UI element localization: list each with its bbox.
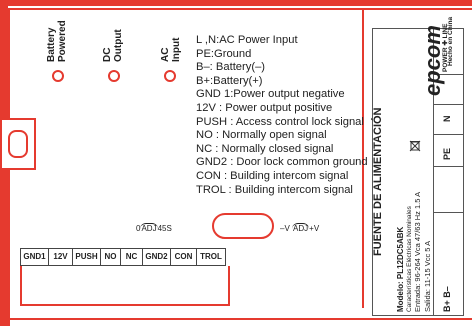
terminal-legend: L ,N:AC Power Input PE:Ground B–: Batter…: [196, 34, 368, 197]
label-code-pe: PE: [442, 147, 452, 160]
label-divider: [433, 134, 464, 135]
label-divider: [433, 166, 464, 167]
legend-line: GND 1:Power output negative: [196, 88, 345, 101]
legend-line: TROL : Building intercom signal: [196, 183, 353, 196]
terminal-gnd2[interactable]: GND2: [143, 249, 171, 265]
legend-line: B–: Battery(–): [196, 61, 266, 74]
legend-line: NO : Normally open signal: [196, 129, 327, 142]
legend-line: PUSH : Access control lock signal: [196, 115, 364, 128]
origin-text: Hecho en China: [447, 16, 454, 66]
terminal-no[interactable]: NO: [101, 249, 121, 265]
legend-line: 12V : Power output positive: [196, 101, 333, 114]
label-input: Entrada: 96-264 Vca 47/63 Hz 1.5 A: [413, 191, 422, 312]
terminal-12v[interactable]: 12V: [49, 249, 73, 265]
label-divider: [433, 74, 464, 75]
legend-line: L ,N:AC Power Input: [196, 34, 298, 46]
terminal-con[interactable]: CON: [171, 249, 197, 265]
legend-line: B+:Battery(+): [196, 74, 263, 87]
panel-divider: [362, 8, 364, 308]
voltage-adjust-label: –V ADJ+V: [280, 223, 320, 233]
crossed-bin-icon: [409, 140, 421, 152]
label-title: FUENTE DE ALIMENTACIÓN: [372, 107, 384, 257]
terminal-trol[interactable]: TROL: [200, 252, 222, 261]
top-border: [0, 0, 472, 6]
legend-line: NC : Normally closed signal: [196, 142, 334, 155]
adjust-potentiometer[interactable]: [212, 213, 274, 239]
terminal-gnd1[interactable]: GND1: [21, 249, 49, 265]
battery-led-icon: [52, 70, 64, 82]
terminal-nc[interactable]: NC: [121, 249, 143, 265]
terminal-housing: [20, 266, 230, 306]
bottom-border: [8, 318, 472, 320]
mounting-tab: [0, 118, 36, 170]
label-code-n: N: [442, 115, 452, 123]
label-model: Modelo: PL12DC5ABK: [396, 226, 405, 312]
legend-line: CON : Building intercom signal: [196, 169, 349, 182]
mounting-hole: [8, 130, 28, 158]
ac-input-led-icon: [164, 70, 176, 82]
label-divider: [433, 28, 434, 316]
label-divider: [433, 104, 464, 105]
label-code-battery: B+ B–: [442, 286, 452, 312]
product-label: [372, 28, 464, 316]
dc-output-led-icon: [108, 70, 120, 82]
label-specs-heading: Características Eléctricas Nominales: [406, 206, 413, 312]
legend-line: PE:Ground: [196, 47, 252, 60]
delay-adjust-label: 0ADJ45S: [136, 223, 172, 233]
terminal-push[interactable]: PUSH: [73, 249, 101, 265]
label-output: Salida: 11-15 Vcc 5 A: [423, 240, 432, 312]
label-divider: [433, 212, 464, 213]
terminal-strip: GND1 12V PUSH NO NC GND2 CON TROL: [20, 248, 226, 266]
legend-line: GND2 : Door lock common ground: [196, 156, 368, 169]
